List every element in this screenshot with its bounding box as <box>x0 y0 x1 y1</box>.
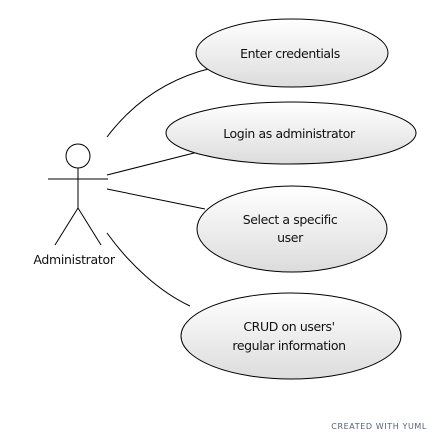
use-case-enter-credentials[interactable]: Enter credentials <box>195 18 389 88</box>
association-crud-users <box>106 232 191 307</box>
association-select-specific-user <box>106 188 206 210</box>
use-case-select-specific-user[interactable]: Select a specific user <box>196 185 388 273</box>
use-case-label: Enter credentials <box>240 46 340 61</box>
actor-right-leg <box>77 207 102 246</box>
use-case-login-as-administrator[interactable]: Login as administrator <box>165 101 417 165</box>
actor-head <box>65 143 91 169</box>
use-case-label: Login as administrator <box>223 126 356 141</box>
association-enter-credentials <box>106 67 213 138</box>
use-case-ellipse <box>195 18 389 88</box>
use-case-label-line-2: regular information <box>232 338 345 353</box>
use-case-label-line-1: CRUD on users' <box>243 319 334 334</box>
use-case-crud-users-regular-information[interactable]: CRUD on users' regular information <box>180 292 402 380</box>
association-login-as-administrator <box>106 151 199 176</box>
use-case-ellipse <box>180 292 402 380</box>
use-case-ellipse <box>165 101 417 165</box>
actor-label: Administrator <box>33 252 115 267</box>
associations <box>106 67 213 307</box>
footer-watermark: CREATED WITH YUML <box>331 422 427 431</box>
use-case-ellipse <box>196 185 388 273</box>
use-case-label-line-2: user <box>277 230 304 245</box>
use-case-label-line-1: Select a specific <box>243 212 338 227</box>
actor-left-leg <box>54 207 79 246</box>
actor-administrator[interactable] <box>48 143 108 246</box>
